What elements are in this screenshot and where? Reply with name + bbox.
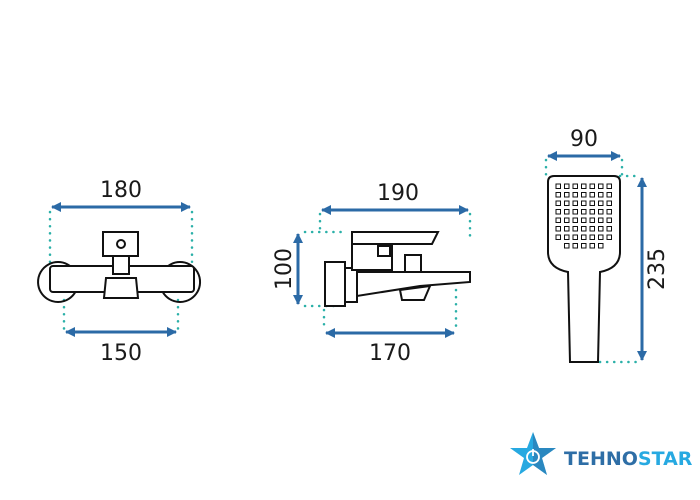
shower-nozzle bbox=[606, 192, 612, 198]
shower-nozzle bbox=[589, 192, 595, 198]
shower-nozzle bbox=[555, 192, 561, 198]
faucet-side-drawing bbox=[324, 231, 471, 307]
shower-nozzle bbox=[606, 234, 612, 240]
shower-nozzle bbox=[555, 217, 561, 223]
shower-nozzle bbox=[564, 209, 570, 215]
shower-nozzle bbox=[572, 200, 578, 206]
shower-nozzle bbox=[564, 183, 570, 189]
shower-nozzle bbox=[589, 209, 595, 215]
shower-nozzle bbox=[606, 183, 612, 189]
shower-nozzle bbox=[581, 183, 587, 189]
shower-nozzle bbox=[606, 200, 612, 206]
shower-nozzle bbox=[581, 192, 587, 198]
shower-nozzle bbox=[572, 209, 578, 215]
shower-head-drawing bbox=[547, 175, 621, 363]
shower-nozzle bbox=[598, 209, 604, 215]
shower-nozzle bbox=[555, 209, 561, 215]
shower-nozzle bbox=[581, 209, 587, 215]
shower-nozzle bbox=[572, 192, 578, 198]
shower-nozzle bbox=[598, 183, 604, 189]
shower-top-dimension-label: 90 bbox=[570, 127, 598, 152]
shower-nozzle bbox=[598, 192, 604, 198]
shower-nozzle bbox=[572, 226, 578, 232]
brand-name: TEHNOSTAR bbox=[564, 448, 693, 470]
faucet-front-drawing bbox=[37, 231, 201, 303]
front-bottom-dimension-label: 150 bbox=[100, 341, 142, 366]
shower-nozzle bbox=[606, 226, 612, 232]
shower-nozzle bbox=[555, 226, 561, 232]
brand-name-part2: STAR bbox=[638, 448, 693, 470]
shower-nozzle bbox=[572, 234, 578, 240]
shower-nozzle bbox=[555, 200, 561, 206]
shower-head-guides bbox=[544, 158, 638, 364]
shower-nozzle bbox=[589, 200, 595, 206]
shower-head-view: 90 235 bbox=[544, 127, 670, 364]
shower-nozzle bbox=[572, 217, 578, 223]
side-top-dimension-label: 190 bbox=[377, 181, 419, 206]
shower-nozzle bbox=[572, 243, 578, 249]
shower-nozzle bbox=[555, 183, 561, 189]
side-bottom-dimension-label: 170 bbox=[369, 341, 411, 366]
shower-nozzle bbox=[581, 243, 587, 249]
side-view: 190 100 170 bbox=[272, 181, 472, 366]
front-top-dimension-label: 180 bbox=[100, 178, 142, 203]
shower-nozzle bbox=[589, 217, 595, 223]
shower-nozzle bbox=[598, 234, 604, 240]
shower-nozzle bbox=[606, 209, 612, 215]
brand-name-part1: TEHNO bbox=[564, 448, 638, 470]
shower-nozzle bbox=[564, 200, 570, 206]
star-power-icon bbox=[510, 432, 556, 475]
shower-nozzle bbox=[598, 200, 604, 206]
shower-nozzle bbox=[564, 234, 570, 240]
side-left-dimension-label: 100 bbox=[272, 248, 297, 290]
shower-nozzle bbox=[555, 234, 561, 240]
shower-nozzle bbox=[572, 183, 578, 189]
shower-nozzle bbox=[564, 217, 570, 223]
shower-nozzle-grid bbox=[555, 183, 612, 249]
shower-nozzle bbox=[589, 183, 595, 189]
shower-nozzle bbox=[598, 217, 604, 223]
shower-nozzle bbox=[564, 192, 570, 198]
brand-logo: TEHNOSTAR bbox=[510, 432, 693, 475]
shower-nozzle bbox=[581, 234, 587, 240]
shower-nozzle bbox=[564, 226, 570, 232]
shower-right-dimension-label: 235 bbox=[645, 248, 670, 290]
shower-nozzle bbox=[606, 217, 612, 223]
shower-nozzle bbox=[589, 226, 595, 232]
shower-nozzle bbox=[589, 243, 595, 249]
shower-nozzle bbox=[598, 226, 604, 232]
front-view-guides bbox=[48, 210, 194, 332]
shower-nozzle bbox=[598, 243, 604, 249]
front-view: 180 150 bbox=[37, 178, 201, 366]
shower-nozzle bbox=[581, 200, 587, 206]
shower-nozzle bbox=[589, 234, 595, 240]
shower-nozzle bbox=[581, 226, 587, 232]
shower-nozzle bbox=[564, 243, 570, 249]
shower-nozzle bbox=[581, 217, 587, 223]
